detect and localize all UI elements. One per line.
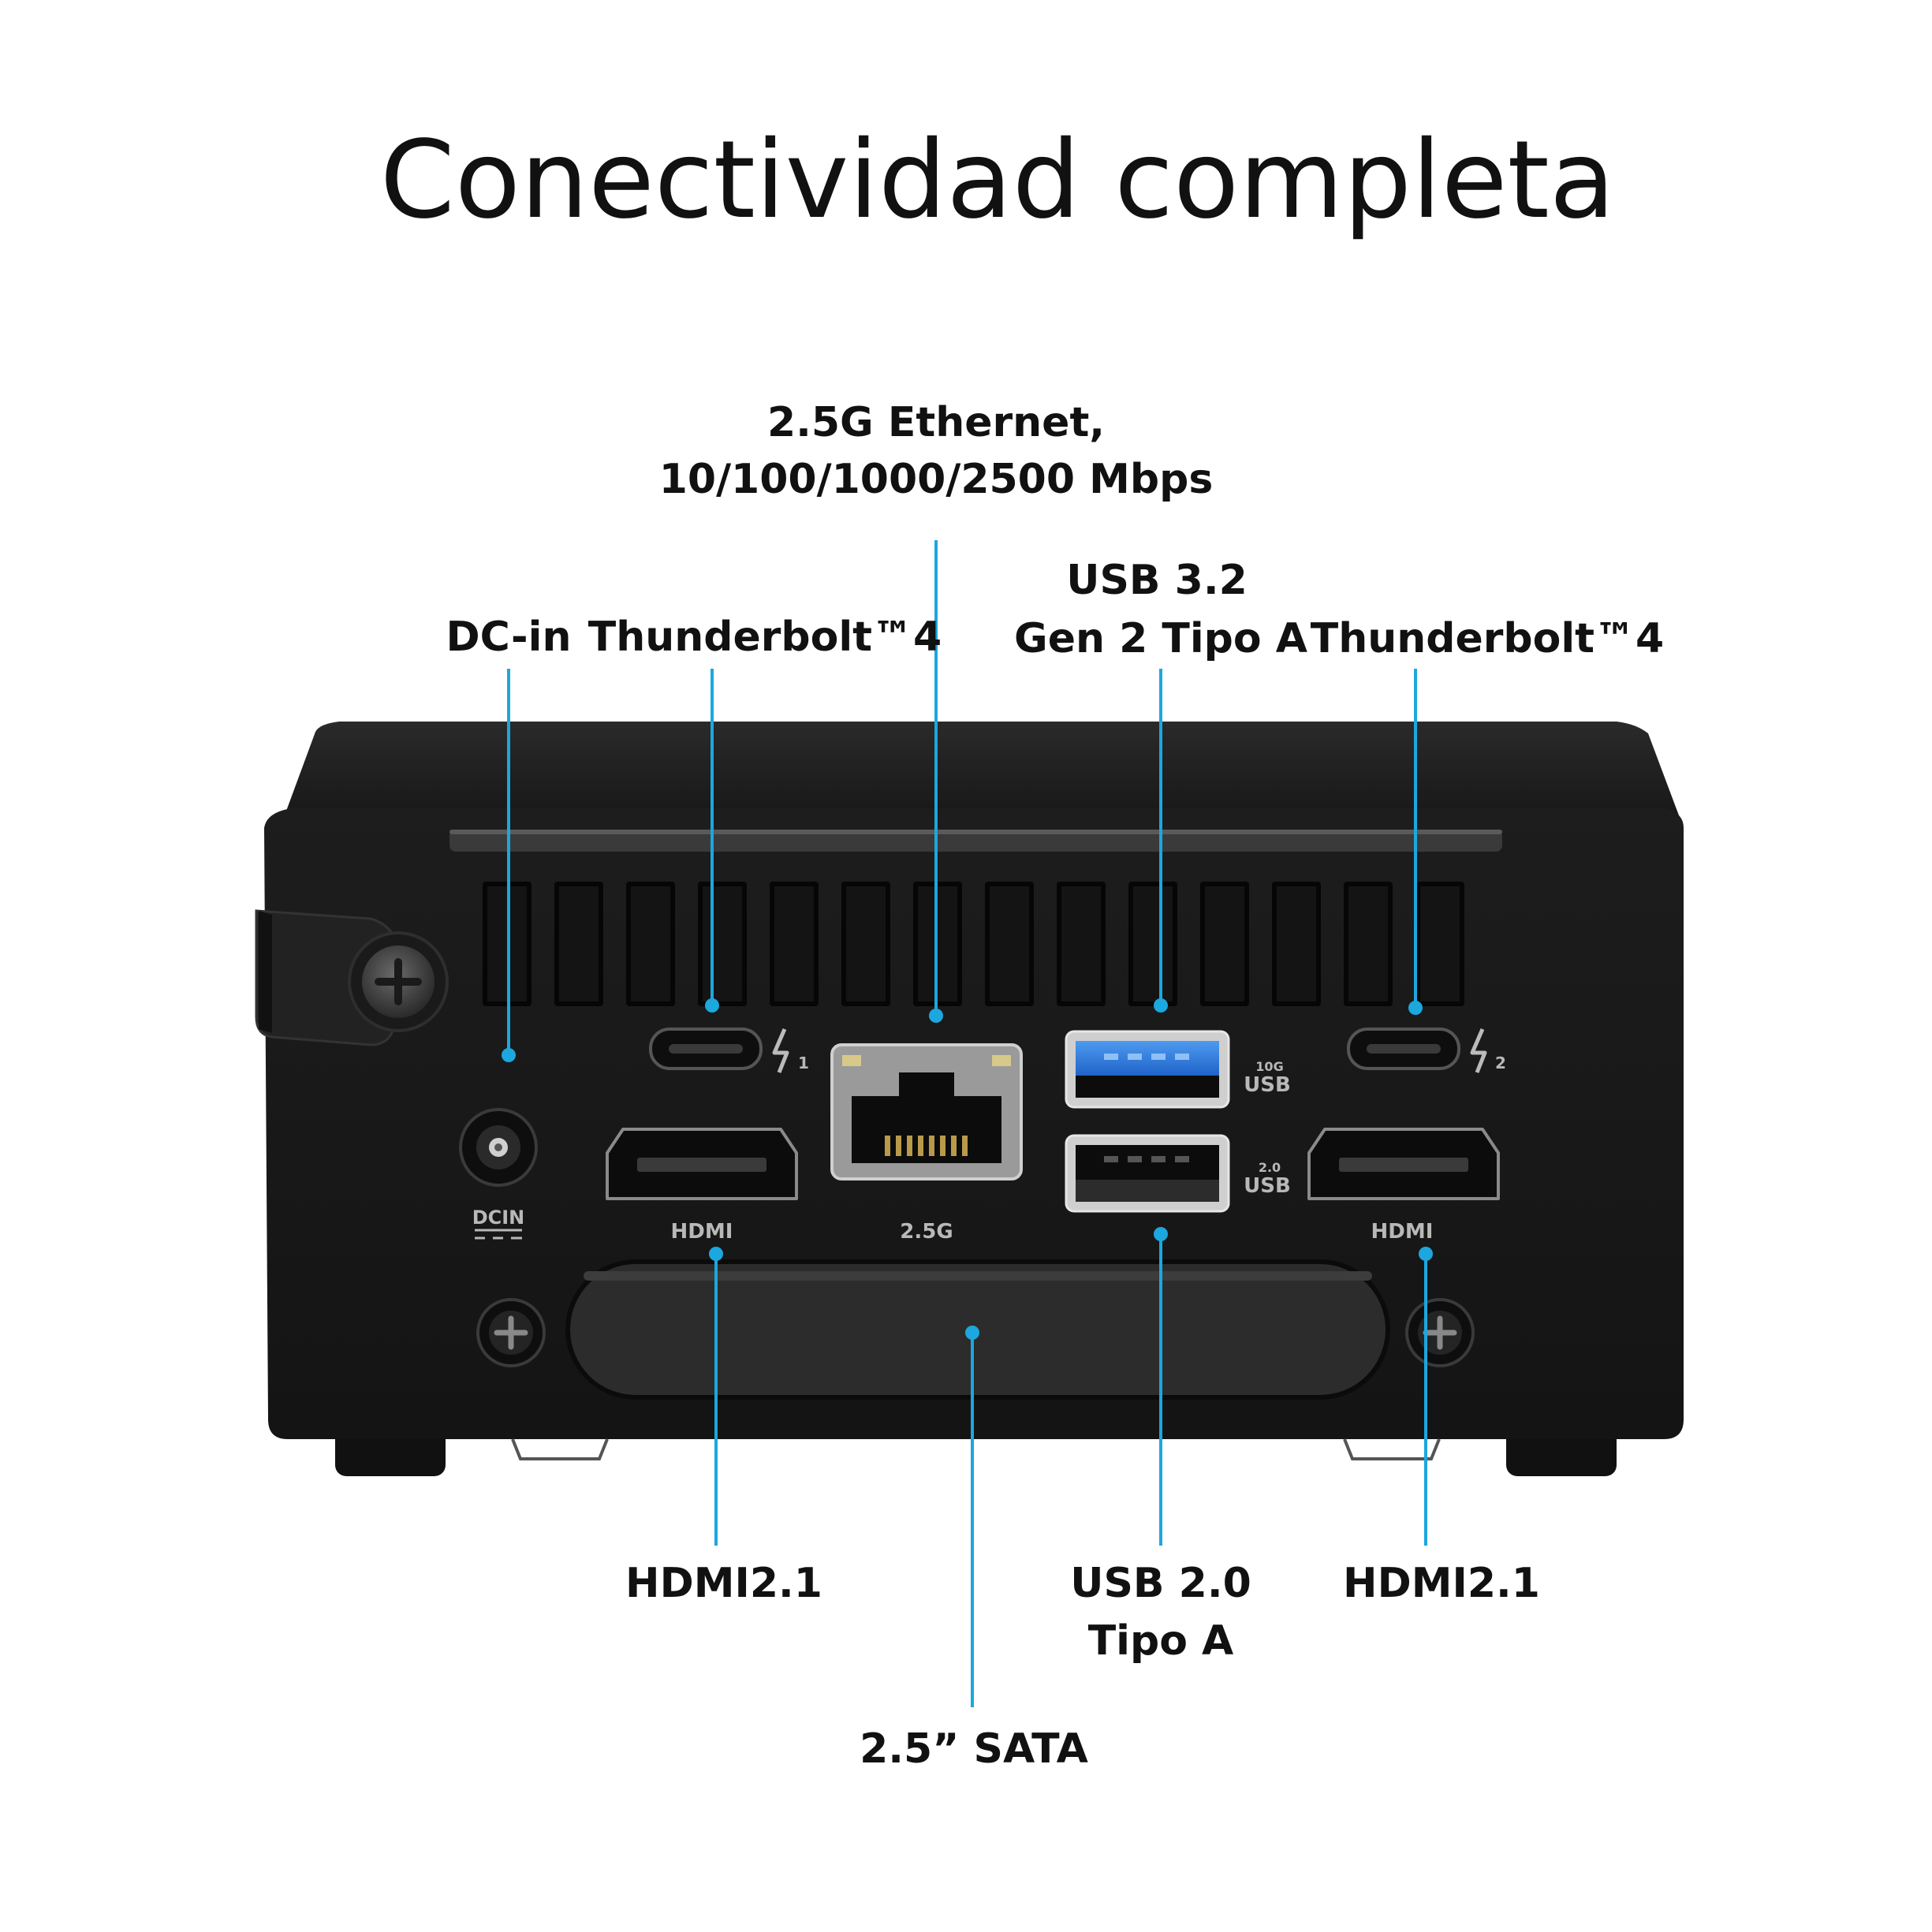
label-ethernet-line2: 10/100/1000/2500 Mbps: [659, 456, 1214, 503]
hdmi-port-right: HDMI: [1307, 1128, 1500, 1244]
vent-slot-inner: [774, 886, 814, 1001]
vent-slot-inner: [559, 886, 599, 1001]
silk-hdmi-right: HDMI: [1371, 1220, 1434, 1244]
label-tb-right: Thunderbolt™4: [1311, 615, 1664, 662]
ethernet-pins: [885, 1136, 968, 1156]
silk-usb20-bottom: USB: [1244, 1174, 1291, 1198]
silk-usb10g-top: 10G: [1255, 1059, 1283, 1074]
label-hdmi-right: HDMI2.1: [1343, 1560, 1540, 1607]
silk-ethernet: 2.5G: [900, 1220, 953, 1244]
vent-slot-inner: [846, 886, 886, 1001]
silk-tb2: 2: [1495, 1054, 1506, 1072]
ethernet-pin: [951, 1136, 957, 1156]
silk-usb20-top: 2.0: [1259, 1160, 1281, 1175]
device-top: [280, 722, 1684, 828]
ethernet-pin: [907, 1136, 912, 1156]
label-usb20-line1: USB 2.0: [1070, 1560, 1251, 1607]
ethernet-port: 2.5G: [830, 1043, 1023, 1244]
vent-slot-inner: [990, 886, 1029, 1001]
usb20-port: 2.0 USB: [1065, 1134, 1291, 1213]
ethernet-pin: [896, 1136, 901, 1156]
ethernet-pin: [918, 1136, 923, 1156]
ethernet-pin: [929, 1136, 934, 1156]
vent-slot-inner: [1205, 886, 1244, 1001]
thunderbolt-icon: [1470, 1028, 1487, 1073]
dc-in-jack: DCIN: [459, 1108, 538, 1240]
label-usb20-line2: Tipo A: [1088, 1617, 1234, 1665]
callout-lines: [502, 540, 1433, 1707]
ethernet-pin: [885, 1136, 890, 1156]
silk-hdmi-left: HDMI: [671, 1220, 733, 1244]
label-usb32-line1: USB 3.2: [1066, 557, 1248, 604]
screw-icon: [1405, 1298, 1475, 1367]
label-sata: 2.5” SATA: [860, 1725, 1088, 1773]
vent-slot-inner: [631, 886, 670, 1001]
silk-dcin: DCIN: [472, 1207, 525, 1229]
ethernet-pin: [940, 1136, 945, 1156]
vent-slot-inner: [1420, 886, 1460, 1001]
vent-slot-inner: [1133, 886, 1173, 1001]
ethernet-pin: [962, 1136, 968, 1156]
callout-labels: 2.5G Ethernet, 10/100/1000/2500 Mbps DC-…: [446, 399, 1665, 1773]
thunderbolt-port-1: 1: [649, 1028, 809, 1073]
vent-slot-inner: [703, 886, 742, 1001]
label-ethernet-line1: 2.5G Ethernet,: [767, 399, 1105, 446]
thunderbolt-port-2: 2: [1347, 1028, 1506, 1073]
label-hdmi-left: HDMI2.1: [625, 1560, 822, 1607]
page-title: Conectividad completa: [380, 118, 1615, 243]
usb32-port: 10G USB: [1065, 1030, 1291, 1109]
label-usb32-line2: Gen 2 Tipo A: [1014, 615, 1307, 662]
label-tb-left: Thunderbolt™4: [588, 614, 942, 661]
kensington-lock-icon: [255, 909, 449, 1046]
mini-pc-rear: DCIN 1 2.5G 10G: [255, 722, 1684, 1476]
label-dcin: DC-in: [446, 614, 572, 661]
vent-slot-inner: [1348, 886, 1388, 1001]
vent-slot-inner: [1277, 886, 1316, 1001]
vent-slot-inner: [1061, 886, 1101, 1001]
screw-icon: [476, 1298, 546, 1367]
silk-tb1: 1: [798, 1054, 809, 1072]
thunderbolt-icon: [772, 1028, 789, 1073]
silk-usb10g-bottom: USB: [1244, 1073, 1291, 1097]
hdmi-port-left: HDMI: [606, 1128, 798, 1244]
